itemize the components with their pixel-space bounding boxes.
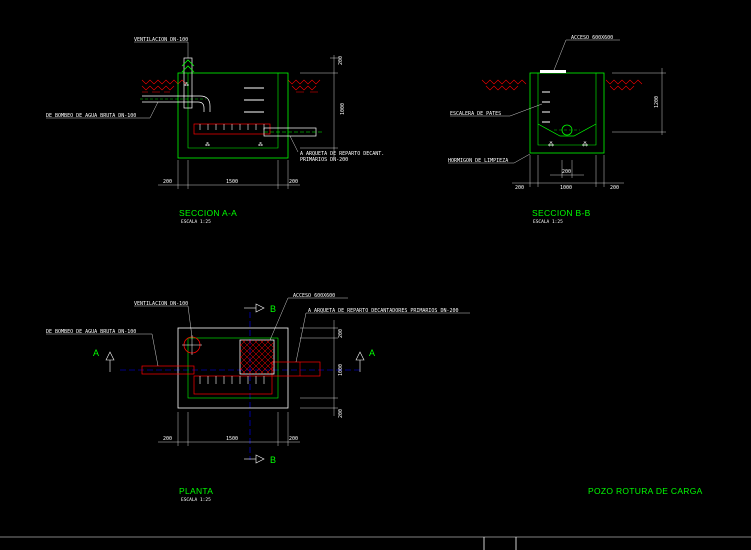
plan-outline <box>177 327 289 409</box>
title-seccion-aa: SECCION A-A <box>179 208 237 218</box>
svg-text:⁂: ⁂ <box>205 142 210 148</box>
dim-right-bb: 200 <box>610 185 619 191</box>
dim-v-bot-plan: 200 <box>338 409 344 418</box>
svg-text:B: B <box>270 455 276 465</box>
title-planta: PLANTA <box>179 486 213 496</box>
title-seccion-bb: SECCION B-B <box>532 208 591 218</box>
chamber-outline-bb <box>529 72 605 154</box>
scale-planta: ESCALA 1:25 <box>181 497 211 503</box>
label-acceso-bb: ACCESO 600X600 <box>571 35 613 41</box>
dim-right-aa: 200 <box>289 179 298 185</box>
marker-b-bottom: B <box>244 454 276 465</box>
dim-small-bb: 200 <box>562 169 571 175</box>
label-arqueta-aa-2: PRIMARIOS DN-200 <box>300 157 348 163</box>
dim-mid-aa: 1500 <box>226 179 238 185</box>
dim-left-bb: 200 <box>515 185 524 191</box>
label-bombeo-aa: DE BOMBEO DE AGUA BRUTA DN-100 <box>46 113 136 119</box>
marker-a-left: A <box>93 348 115 372</box>
scale-seccion-bb: ESCALA 1:25 <box>533 219 563 225</box>
drawing-title: POZO ROTURA DE CARGA <box>588 486 703 496</box>
label-hormigon-bb: HORMIGON DE LIMPIEZA <box>448 158 508 164</box>
dim-left-plan: 200 <box>163 436 172 442</box>
svg-text:A: A <box>93 348 99 358</box>
label-ventilacion-aa: VENTILACION DN-100 <box>134 37 188 43</box>
dim-v-main-aa: 1000 <box>340 103 346 115</box>
svg-text:A: A <box>369 348 375 358</box>
svg-text:⁂: ⁂ <box>548 141 554 148</box>
label-bombeo-plan: DE BOMBEO DE AGUA BRUTA DN-100 <box>46 329 136 335</box>
label-ventilacion-plan: VENTILACION DN-100 <box>134 301 188 307</box>
svg-text:⁂: ⁂ <box>258 142 263 148</box>
dim-v-bb: 1200 <box>654 96 660 108</box>
label-escalera-bb: ESCALERA DE PATES <box>450 111 501 117</box>
label-arqueta-plan: A ARQUETA DE REPARTO DECANTADORES PRIMAR… <box>308 308 459 314</box>
svg-text:B: B <box>270 304 276 314</box>
chamber-outline-aa <box>177 72 289 159</box>
svg-text:⁂: ⁂ <box>582 141 588 148</box>
section-aa: ⁂ ⁂ ⁂ VENTILACION DN-100 DE BOMBEO DE AG… <box>46 37 384 225</box>
dim-v-top-plan: 200 <box>338 329 344 338</box>
access-hatch <box>239 339 275 375</box>
scale-seccion-aa: ESCALA 1:25 <box>181 219 211 225</box>
dim-mid-bb: 1000 <box>560 185 572 191</box>
svg-text:⁂: ⁂ <box>184 82 189 88</box>
ground-hatch-aa <box>141 79 321 93</box>
label-arqueta-aa-1: A ARQUETA DE REPARTO DECANT. <box>300 151 384 157</box>
planta: VENTILACION DN-100 ACCESO 600X600 DE BOM… <box>46 293 470 503</box>
dim-right-plan: 200 <box>289 436 298 442</box>
section-bb: ⁂ ⁂ ACCESO 600X600 ESCALERA DE PATES HOR… <box>448 35 666 225</box>
marker-a-right: A <box>355 348 375 372</box>
dim-left-aa: 200 <box>163 179 172 185</box>
dim-mid-plan: 1500 <box>226 436 238 442</box>
label-acceso-plan: ACCESO 600X600 <box>293 293 335 299</box>
marker-b-top: B <box>244 303 276 314</box>
dim-v-top-aa: 200 <box>338 56 344 65</box>
dim-v-mid-plan: 1000 <box>338 364 344 376</box>
